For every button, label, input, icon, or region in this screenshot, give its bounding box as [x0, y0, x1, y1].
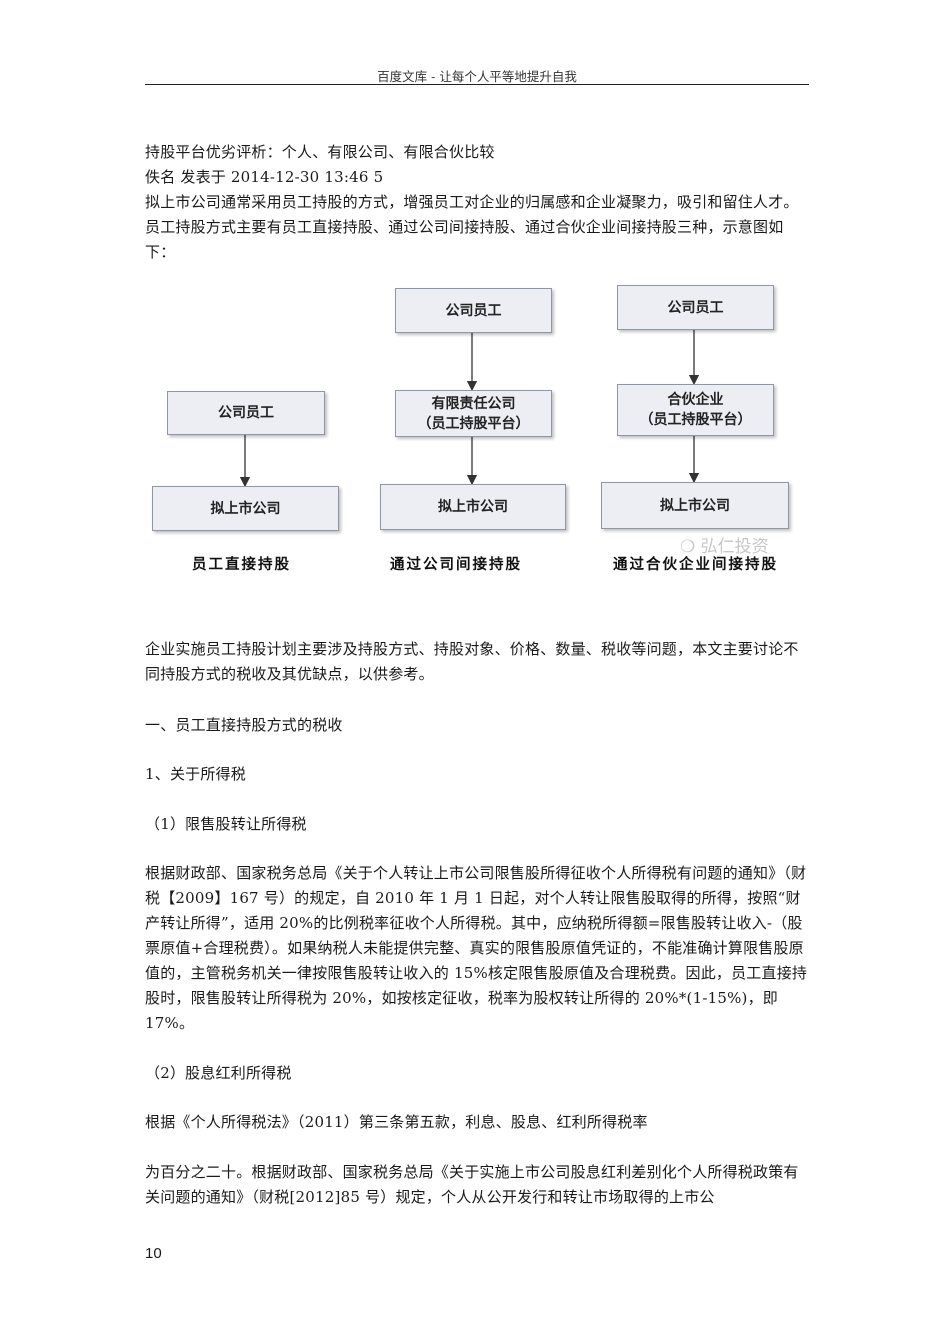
header-divider [145, 84, 809, 85]
watermark-text: 弘仁投资 [700, 537, 769, 557]
diagram-watermark: ❍ 弘仁投资 [680, 532, 769, 557]
paragraph-restricted-stock-tax: 根据财政部、国家税务总局《关于个人转让上市公司限售股所得征收个人所得税有问题的通… [145, 864, 808, 1032]
watermark-logo-icon: ❍ [680, 537, 696, 557]
box-partnership-platform: 合伙企业 （员工持股平台） [617, 384, 774, 436]
box-target-company-col1: 拟上市公司 [152, 486, 339, 531]
article-title: 持股平台优劣评析：个人、有限公司、有限合伙比较 [145, 143, 495, 161]
section-heading-restricted-stock: （1）限售股转让所得税 [145, 815, 307, 833]
article-byline: 佚名 发表于 2014-12-30 13:46 5 [145, 168, 384, 186]
page-number: 10 [145, 1245, 162, 1262]
llc-sublabel: （员工持股平台） [417, 415, 530, 432]
caption-company-indirect: 通过公司间接持股 [390, 556, 522, 573]
caption-partnership-indirect: 通过合伙企业间接持股 [613, 556, 778, 573]
partnership-label: 合伙企业 [667, 392, 724, 408]
box-target-company-col2: 拟上市公司 [380, 484, 566, 530]
box-target-company-col3: 拟上市公司 [601, 482, 789, 529]
intro-paragraph: 拟上市公司通常采用员工持股的方式，增强员工对企业的归属感和企业凝聚力，吸引和留住… [145, 193, 799, 261]
paragraph-scope: 企业实施员工持股计划主要涉及持股方式、持股对象、价格、数量、税收等问题，本文主要… [145, 640, 799, 683]
box-employee-col3: 公司员工 [617, 285, 774, 330]
box-employee-col2: 公司员工 [395, 288, 552, 333]
paragraph-income-tax-law: 根据《个人所得税法》（2011）第三条第五款，利息、股息、红利所得税率 [145, 1113, 648, 1131]
caption-direct-holding: 员工直接持股 [192, 556, 291, 573]
paragraph-dividend-policy: 为百分之二十。根据财政部、国家税务总局《关于实施上市公司股息红利差别化个人所得税… [145, 1163, 799, 1206]
page-header: 百度文库 - 让每个人平等地提升自我 [377, 69, 577, 84]
partnership-sublabel: （员工持股平台） [639, 412, 752, 428]
section-heading-1: 一、员工直接持股方式的税收 [145, 716, 343, 734]
box-employee-col1: 公司员工 [167, 391, 325, 435]
section-heading-dividend: （2）股息红利所得税 [145, 1064, 292, 1082]
llc-label: 有限责任公司 [431, 395, 516, 412]
box-llc-platform: 有限责任公司 （员工持股平台） [395, 390, 552, 437]
section-heading-1-1: 1、关于所得税 [145, 765, 246, 783]
